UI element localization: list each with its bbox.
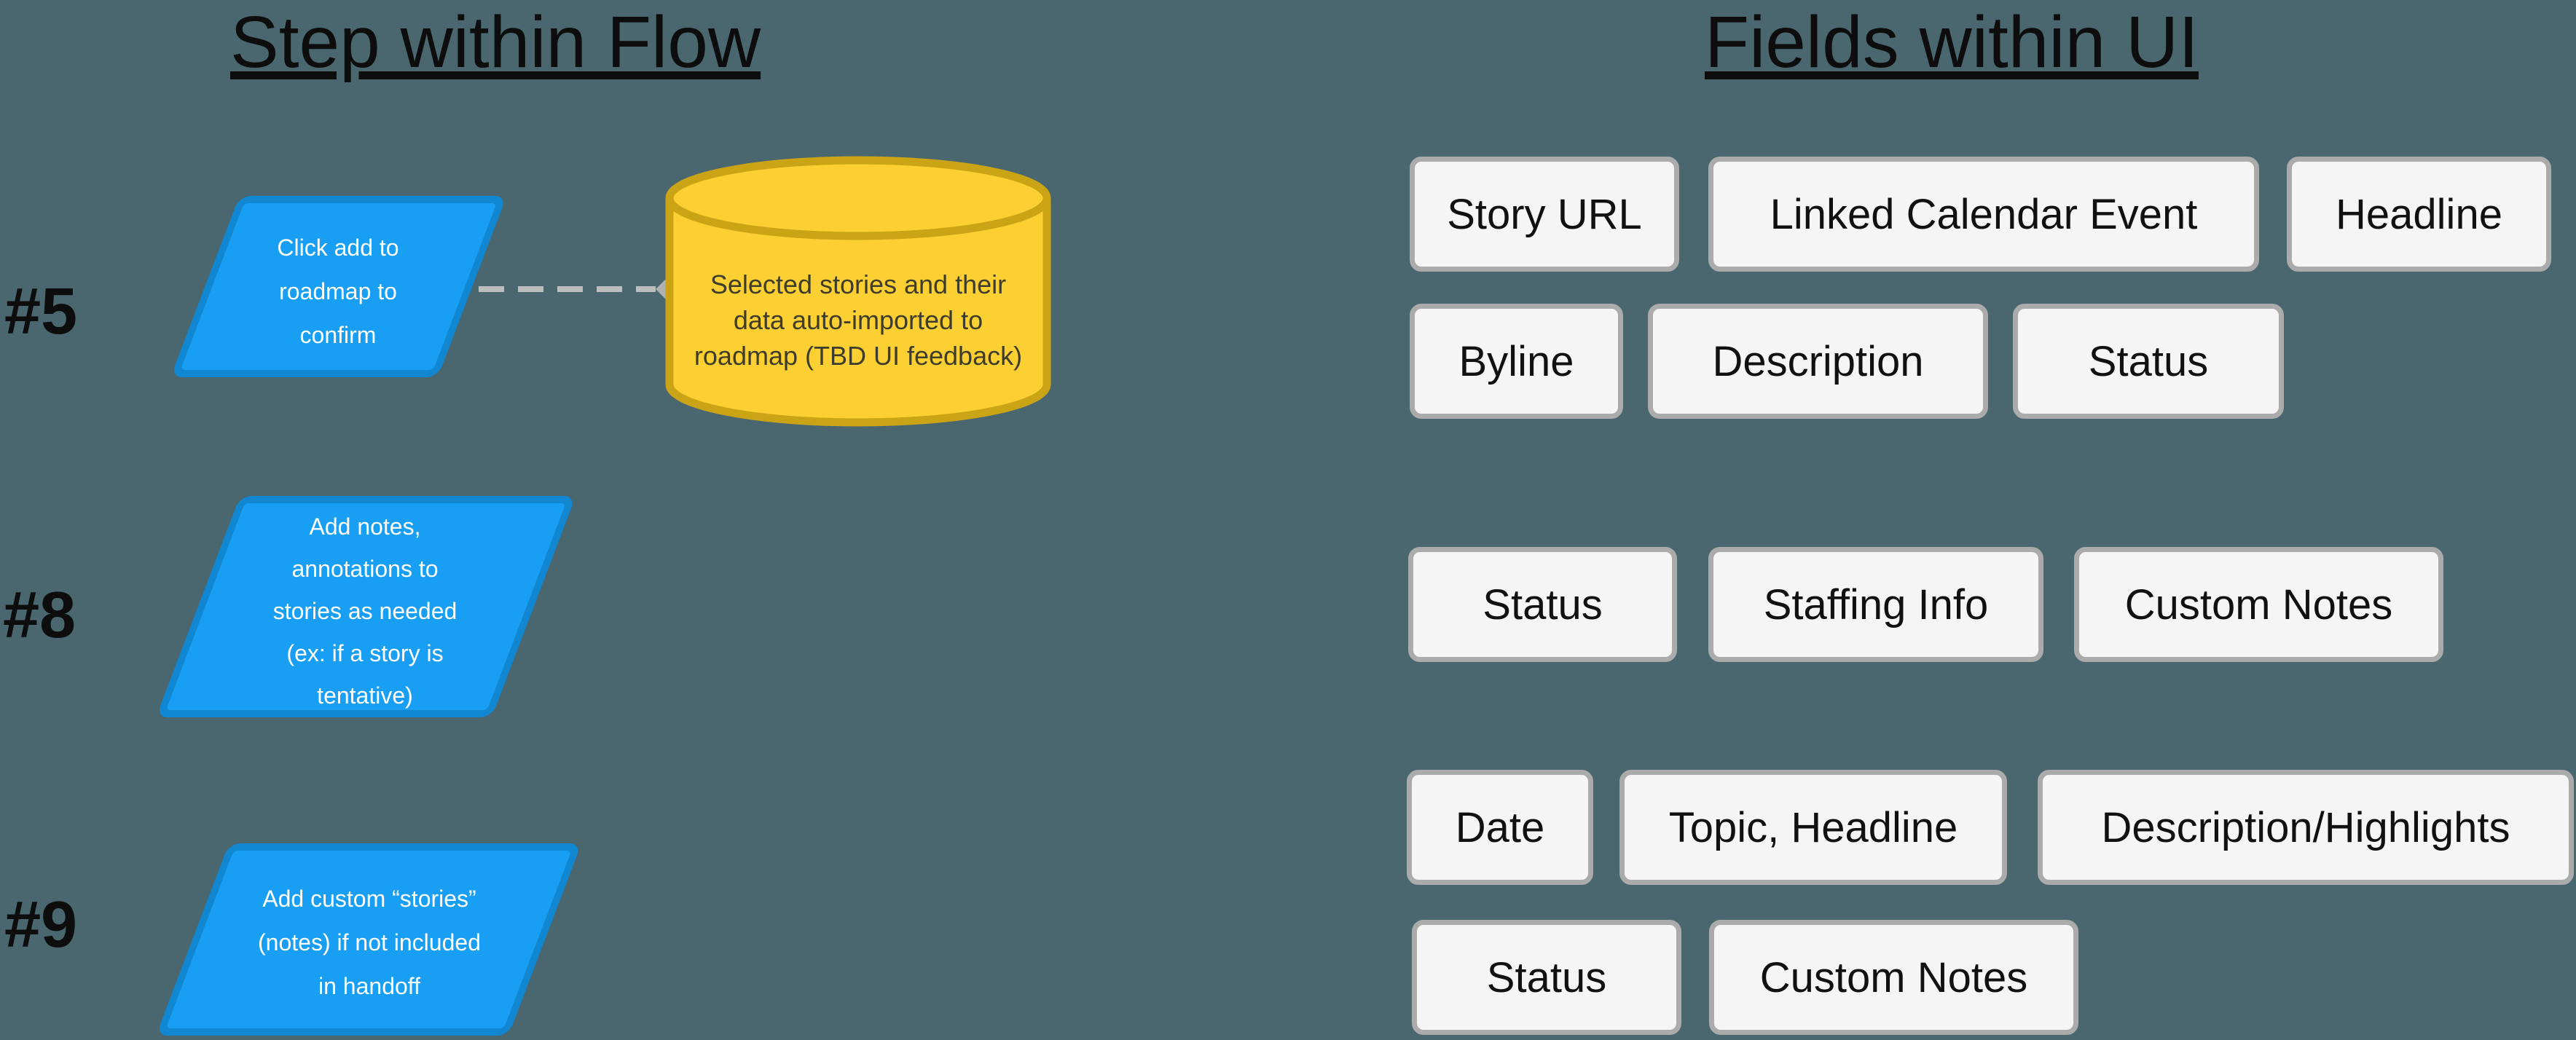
field-chip-linked-calendar-event: Linked Calendar Event <box>1708 157 2259 272</box>
field-chip-description: Description <box>1648 304 1988 419</box>
step-label-9: #9 <box>4 889 78 961</box>
datastore-cylinder <box>665 156 1051 427</box>
field-chip-custom-notes-9: Custom Notes <box>1709 920 2078 1035</box>
field-chip-headline: Headline <box>2287 157 2551 272</box>
step-label-8: #8 <box>3 579 76 652</box>
heading-fields-within-ui: Fields within UI <box>1705 1 2199 83</box>
step-9-shape-text: Add custom “stories” (notes) if not incl… <box>258 886 481 999</box>
heading-step-within-flow: Step within Flow <box>230 1 761 83</box>
field-chip-story-url: Story URL <box>1410 157 1679 272</box>
field-chip-staffing-info: Staffing Info <box>1708 547 2043 662</box>
field-chip-byline: Byline <box>1410 304 1623 419</box>
field-chip-date: Date <box>1407 770 1593 885</box>
field-chip-status-8: Status <box>1408 547 1677 662</box>
step-5-shape-text: Click add to roadmap to confirm <box>277 234 399 348</box>
step-label-5: #5 <box>4 275 78 348</box>
field-chip-description-highlights: Description/Highlights <box>2038 770 2574 885</box>
field-chip-topic-headline: Topic, Headline <box>1619 770 2007 885</box>
step-8-shape-text: Add notes, annotations to stories as nee… <box>272 513 458 709</box>
cylinder-top <box>665 156 1051 240</box>
field-chip-status-9: Status <box>1412 920 1681 1035</box>
field-chip-status: Status <box>2013 304 2284 419</box>
datastore-text: Selected stories and their data auto-imp… <box>694 269 1023 371</box>
dashed-connector-line <box>479 275 683 303</box>
field-chip-custom-notes-8: Custom Notes <box>2074 547 2443 662</box>
cylinder-body <box>665 198 1051 427</box>
